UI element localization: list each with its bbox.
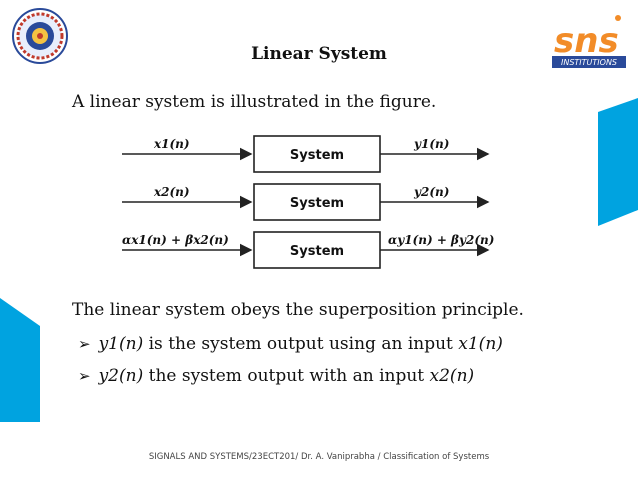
sns-institutions-logo: sns INSTITUTIONS: [548, 8, 630, 72]
system-block-3: [253, 231, 381, 269]
slide-title: Linear System: [251, 44, 387, 64]
output-symbol-y2: y2(n): [98, 366, 144, 386]
svg-text:INSTITUTIONS: INSTITUTIONS: [561, 58, 617, 67]
output-label-1: y1(n): [413, 137, 449, 151]
left-accent-bar: [0, 298, 40, 422]
bullet-item-2: ➢ y2(n) the system output with an input …: [78, 366, 474, 386]
linear-system-diagram: System System System x1(n) y1(n) x2(n) y…: [122, 135, 494, 269]
bullet-text-1: is the system output using an input: [143, 334, 459, 354]
input-label-2: x2(n): [153, 185, 190, 199]
institution-seal-logo: [12, 8, 68, 64]
slide-footer: SIGNALS AND SYSTEMS/23ECT201/ Dr. A. Van…: [148, 452, 490, 462]
output-label-2: y2(n): [413, 185, 449, 199]
system-label-1: System: [290, 148, 344, 163]
right-accent-bar: [598, 98, 638, 226]
input-symbol-x2: x2(n): [429, 366, 475, 386]
superposition-statement: The linear system obeys the superpositio…: [72, 300, 524, 320]
arrowhead-bullet-icon: ➢: [78, 367, 91, 385]
bullet-text-2: the system output with an input: [143, 366, 430, 386]
arrowhead-bullet-icon: ➢: [78, 335, 91, 353]
system-block-1: [253, 135, 381, 173]
input-label-3: αx1(n) + βx2(n): [122, 233, 229, 247]
input-symbol-x1: x1(n): [458, 334, 503, 354]
system-label-3: System: [290, 244, 344, 259]
output-symbol-y1: y1(n): [98, 334, 144, 354]
bullet-item-1: ➢ y1(n) is the system output using an in…: [78, 334, 503, 354]
output-label-3: αy1(n) + βy2(n): [388, 233, 494, 247]
system-block-2: [253, 183, 381, 221]
system-label-2: System: [290, 196, 344, 211]
svg-text:sns: sns: [554, 21, 619, 61]
intro-text: A linear system is illustrated in the fi…: [72, 92, 437, 112]
input-label-1: x1(n): [153, 137, 190, 151]
